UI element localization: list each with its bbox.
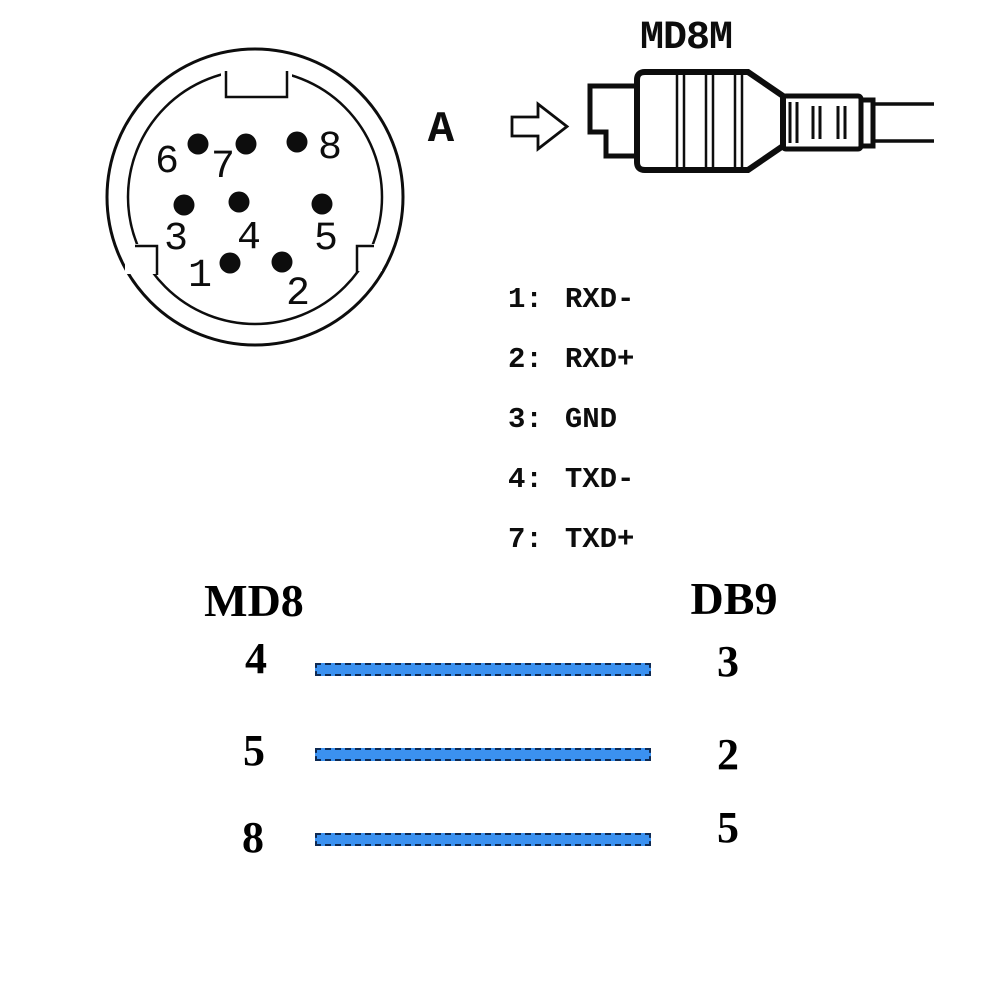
separator: :: [525, 283, 543, 316]
signal-name: RXD+: [564, 343, 635, 376]
md8-pin-number: 8: [242, 813, 264, 862]
db9-pin-number: 3: [717, 637, 739, 686]
barrel-grip-rings: [675, 75, 744, 167]
md8m-plug-diagram: [587, 69, 934, 173]
pin-8-label: 8: [318, 126, 342, 171]
face-right-step: [355, 244, 374, 273]
pin-signal-row: 2: RXD+: [508, 343, 635, 376]
face-left-step: [135, 244, 159, 275]
db9-column-header: DB9: [690, 573, 778, 624]
view-a-label: A: [428, 105, 455, 155]
pin-number: 3: [508, 403, 526, 436]
pin-signal-row: 4: TXD-: [508, 463, 635, 496]
pin-2-label: 2: [286, 272, 310, 317]
pin-5-dot: [311, 193, 333, 215]
md8-column-header: MD8: [204, 575, 304, 626]
pin-signal-list: 1: RXD- 2: RXD+ 3: GND 4: TXD- 7: TXD+: [508, 283, 635, 586]
pin-4-label: 4: [237, 216, 261, 261]
pin-number: 4: [508, 463, 526, 496]
face-keyway-notch: [224, 71, 289, 99]
strain-relief-ribs: [788, 102, 847, 143]
md8-pin-number: 5: [243, 726, 265, 775]
pin-7-label: 7: [211, 145, 235, 190]
pin-number: 2: [508, 343, 526, 376]
pin-1-label: 1: [188, 254, 212, 299]
separator: :: [525, 463, 543, 496]
pin-3-label: 3: [164, 217, 188, 262]
pin-number: 1: [508, 283, 526, 316]
wire: [315, 748, 651, 761]
direction-arrow-icon: [510, 101, 570, 152]
pin-3-dot: [173, 194, 195, 216]
pin-signal-row: 1: RXD-: [508, 283, 635, 316]
separator: :: [525, 343, 543, 376]
db9-pin-number: 5: [717, 803, 739, 852]
md8-face-diagram: 6 7 8 3 4 5 1 2: [105, 47, 405, 347]
wire: [315, 663, 651, 676]
pin-1-dot: [219, 252, 241, 274]
pin-7-dot: [235, 133, 257, 155]
pin-2-dot: [271, 251, 293, 273]
pin-4-dot: [228, 191, 250, 213]
md8-pin-number: 4: [245, 634, 267, 683]
signal-name: TXD+: [564, 523, 635, 556]
pin-signal-row: 7: TXD+: [508, 523, 635, 556]
plug-name-label: MD8M: [639, 16, 733, 61]
plug-barrel: [634, 69, 786, 173]
pin-8-dot: [286, 131, 308, 153]
pin-signal-row: 3: GND: [508, 403, 634, 436]
cable-lines: [872, 102, 934, 143]
signal-name: RXD-: [564, 283, 635, 316]
strain-relief-body: [780, 93, 864, 152]
signal-name: TXD-: [564, 463, 635, 496]
pin-6-dot: [187, 133, 209, 155]
plug-tip: [587, 83, 641, 159]
pin-6-label: 6: [155, 140, 179, 185]
face-outer-ring: [105, 47, 405, 347]
face-inner-ring: [126, 68, 384, 326]
pin-5-label: 5: [314, 217, 338, 262]
wire: [315, 833, 651, 846]
separator: :: [525, 523, 543, 556]
separator: :: [525, 403, 543, 436]
pin-number: 7: [508, 523, 526, 556]
signal-name: GND: [564, 403, 618, 436]
db9-pin-number: 2: [717, 730, 739, 779]
